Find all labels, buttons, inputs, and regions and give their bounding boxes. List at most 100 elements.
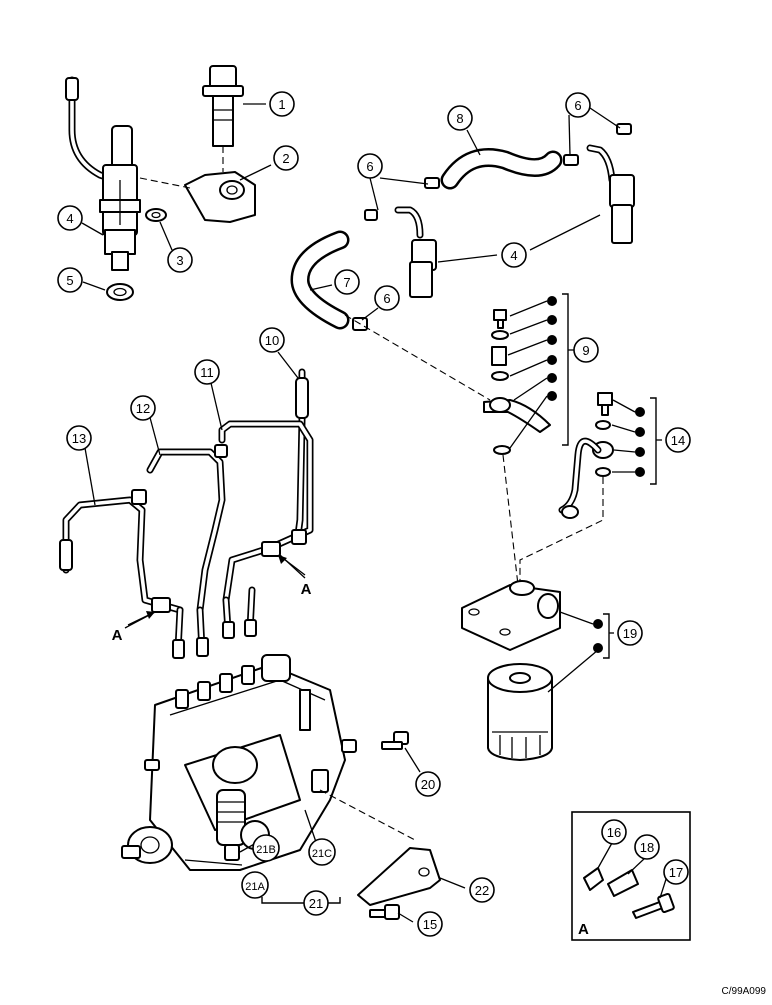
callout-c2: 2	[273, 145, 299, 171]
callout-label: 10	[265, 333, 279, 348]
callout-label: 21B	[256, 844, 276, 856]
inset-clamp-18	[607, 869, 639, 897]
view-marker-layer: AA	[112, 581, 312, 644]
callout-c12: 12	[130, 395, 156, 421]
callout-c21C: 21C	[308, 838, 336, 866]
callout-label: 9	[582, 343, 589, 358]
leak-off-hose-7	[290, 230, 350, 330]
callout-c7: 7	[334, 269, 360, 295]
callout-c8: 8	[447, 105, 473, 131]
bracket-22	[357, 847, 441, 906]
callout-circle	[501, 242, 527, 268]
callout-c10: 10	[259, 327, 285, 353]
callout-circle	[269, 91, 295, 117]
callout-c21B: 21B	[252, 834, 280, 862]
callout-label: 12	[136, 401, 150, 416]
callout-c22: 22	[469, 877, 495, 903]
callout-circle	[601, 819, 627, 845]
callout-c1: 1	[269, 91, 295, 117]
callout-label: 7	[343, 275, 350, 290]
callout-circle	[415, 771, 441, 797]
callout-label: 16	[607, 825, 621, 840]
callout-label: 6	[366, 159, 373, 174]
callout-circle	[565, 92, 591, 118]
callout-leaders	[81, 103, 669, 923]
callout-c20: 20	[415, 771, 441, 797]
callout-circle	[167, 247, 193, 273]
callout-c6a: 6	[357, 153, 383, 179]
callout-c21: 21	[303, 890, 329, 916]
callout-label: 14	[671, 433, 685, 448]
pipe-clamps	[131, 444, 307, 613]
callout-c4a: 4	[57, 205, 83, 231]
callout-label: 19	[623, 626, 637, 641]
fuel-injector-right-2	[586, 144, 635, 244]
inset-label: A	[578, 921, 589, 938]
callout-c17: 17	[663, 859, 689, 885]
fuel-filter-cartridge-19	[487, 663, 553, 761]
alignment-dash	[502, 454, 519, 586]
callout-circle	[374, 285, 400, 311]
callout-circle	[634, 834, 660, 860]
callout-label: 6	[574, 98, 581, 113]
bolt-20	[381, 731, 409, 750]
callout-label: 21C	[312, 848, 332, 860]
kit-indicator-dots	[507, 296, 645, 653]
callout-c19: 19	[617, 620, 643, 646]
bolt-1	[202, 65, 244, 147]
view-marker-m1: A	[112, 627, 123, 644]
injector-clamp-2	[184, 171, 256, 223]
callout-c16: 16	[601, 819, 627, 845]
injector-pipe-13	[59, 496, 184, 614]
set-brackets	[261, 293, 662, 904]
callout-c6b: 6	[565, 92, 591, 118]
hose-clips-6	[352, 123, 632, 331]
callout-label: 21A	[245, 881, 265, 893]
callout-circle	[617, 620, 643, 646]
callout-circle	[57, 267, 83, 293]
washer-3	[145, 208, 167, 222]
callout-label: 18	[640, 840, 654, 855]
fuel-filter-head	[461, 580, 561, 651]
inset-bolt-17	[632, 892, 675, 919]
callout-circle	[417, 911, 443, 937]
alignment-dash	[344, 314, 491, 401]
callout-c3: 3	[167, 247, 193, 273]
callout-c11: 11	[194, 359, 220, 385]
alignment-dash	[319, 789, 416, 841]
callout-label: 2	[282, 151, 289, 166]
fuel-injector-left	[65, 76, 141, 271]
fuel-injector-right-1	[394, 206, 437, 298]
callout-circle	[66, 425, 92, 451]
inset-clamp-16	[583, 867, 604, 891]
banjo-fitting-set-14	[558, 392, 614, 519]
callout-circle	[194, 359, 220, 385]
callout-label: 1	[278, 97, 285, 112]
view-marker-m2: A	[301, 581, 312, 598]
alignment-dash	[139, 177, 191, 189]
callout-label: 22	[475, 883, 489, 898]
callout-c13: 13	[66, 425, 92, 451]
callout-label: 21	[309, 896, 323, 911]
callout-label: 4	[66, 211, 73, 226]
bolt-15	[369, 904, 400, 920]
callout-label: 6	[383, 291, 390, 306]
callout-circle	[469, 877, 495, 903]
callout-circle	[308, 838, 336, 866]
callout-c15: 15	[417, 911, 443, 937]
callout-circle	[57, 205, 83, 231]
injector-pipe-12	[146, 448, 226, 614]
callout-circle	[241, 871, 269, 899]
callout-circle	[357, 153, 383, 179]
callout-c21A: 21A	[241, 871, 269, 899]
callout-circle	[130, 395, 156, 421]
banjo-fitting-set-9	[483, 309, 551, 455]
callout-circle	[665, 427, 691, 453]
callout-c9: 9	[573, 337, 599, 363]
callout-label: 13	[72, 431, 86, 446]
washer-5	[106, 283, 134, 301]
fuel-injection-pump-21	[121, 654, 357, 871]
